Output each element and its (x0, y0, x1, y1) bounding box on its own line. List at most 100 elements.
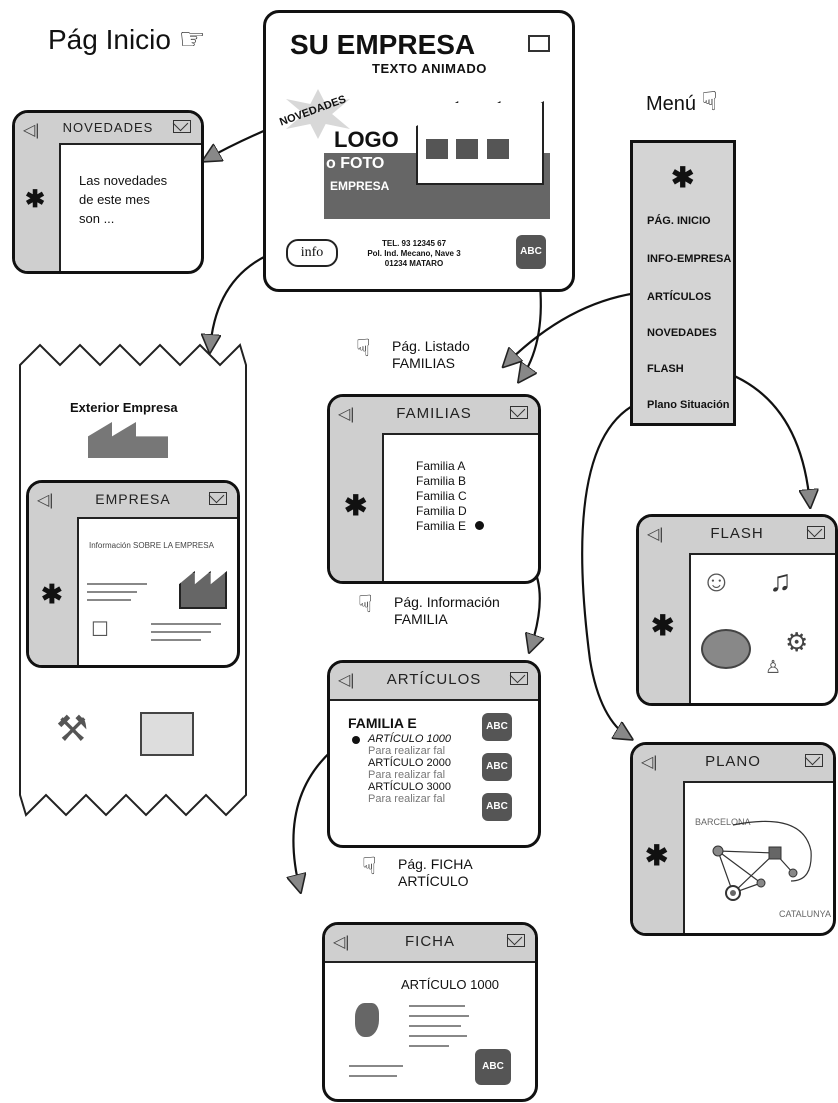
back-icon[interactable]: ◁| (333, 934, 350, 951)
window-sidebar (639, 553, 691, 703)
mail-icon[interactable] (510, 672, 528, 685)
articulos-caption: ☟ Pág. Información FAMILIA (358, 591, 500, 628)
list-item[interactable]: Familia A (416, 459, 466, 473)
theater-masks-icon: ☺ (701, 565, 732, 598)
list-item[interactable]: Familia B (416, 474, 467, 488)
ficha-window: ◁| FICHA ARTÍCULO 1000 ABC (322, 922, 538, 1102)
empresa-text: EMPRESA (330, 179, 390, 193)
mail-icon[interactable] (805, 754, 823, 767)
window-title-bar: ◁| EMPRESA (29, 483, 237, 519)
exterior-label: Exterior Empresa (70, 400, 178, 415)
menu-item-pag-inicio[interactable]: PÁG. INICIO (647, 215, 711, 227)
list-item[interactable]: Familia C (416, 489, 467, 503)
animated-text: TEXTO ANIMADO (372, 61, 487, 76)
list-item[interactable]: ARTÍCULO 1000 (368, 733, 451, 745)
abc-can-icon[interactable]: ABC (482, 713, 512, 741)
window-title-bar: ◁| FAMILIAS (330, 397, 538, 435)
window-title-bar: ◁| PLANO (633, 745, 833, 783)
pointing-hand-icon: ☞ (178, 23, 206, 56)
familias-list: Familia A Familia B Familia C Familia D … (416, 459, 485, 534)
selected-dot-icon (352, 736, 360, 744)
menu-item-flash[interactable]: FLASH (647, 363, 684, 375)
window-sidebar (633, 781, 685, 933)
film-camera-icon: ⚙ (785, 627, 809, 657)
logo-text: LOGO (334, 127, 399, 152)
plano-window: ◁| PLANO ✱ BARCELONA CATALUNYA (630, 742, 836, 936)
familias-window: ◁| FAMILIAS ✱ Familia A Familia B Famili… (327, 394, 541, 584)
company-name: SU EMPRESA (290, 29, 476, 60)
list-item[interactable]: ARTÍCULO 2000 (368, 757, 451, 769)
asterisk-icon: ✱ (41, 579, 63, 609)
photo-text: o FOTO (326, 155, 385, 172)
home-window: SU EMPRESA TEXTO ANIMADO NOVEDADES LOGO … (263, 10, 575, 292)
menu-item-articulos[interactable]: ARTÍCULOS (647, 291, 712, 303)
window-sidebar (15, 143, 61, 271)
menu-panel: ✱ PÁG. INICIO INFO-EMPRESA ARTÍCULOS NOV… (630, 140, 736, 426)
empresa-factory-icon (179, 571, 227, 609)
person-icon: ♙ (765, 657, 782, 677)
pointing-hand-icon: ☟ (358, 591, 373, 618)
empresa-info-text: Información SOBRE LA EMPRESA (89, 541, 214, 550)
ficha-item-title: ARTÍCULO 1000 (401, 977, 500, 992)
mail-icon[interactable] (507, 934, 525, 947)
asterisk-icon: ✱ (25, 186, 46, 213)
globe-icon (701, 629, 751, 669)
construction-icon (140, 712, 194, 756)
family-heading: FAMILIA E (348, 715, 417, 731)
selected-dot-icon (475, 521, 485, 530)
empresa-window: ◁| EMPRESA ✱ Información SOBRE LA EMPRES… (26, 480, 240, 668)
asterisk-icon: ✱ (645, 840, 669, 871)
window-sidebar (330, 433, 384, 581)
abc-can-icon[interactable]: ABC (482, 753, 512, 781)
pointing-hand-icon: ☟ (362, 853, 377, 880)
mail-icon[interactable] (173, 120, 191, 133)
mail-icon[interactable] (209, 492, 227, 505)
articulos-window: ◁| ARTÍCULOS FAMILIA E ARTÍCULO 1000 Par… (327, 660, 541, 848)
back-icon[interactable]: ◁| (338, 672, 355, 689)
city-label: BARCELONA (695, 817, 751, 827)
back-icon[interactable]: ◁| (641, 754, 658, 771)
pointing-hand-icon: ☟ (356, 335, 371, 362)
abc-can-icon[interactable]: ABC (475, 1049, 511, 1085)
factory-windows (426, 139, 509, 164)
ficha-caption: ☟ Pág. FICHA ARTÍCULO (362, 853, 473, 890)
list-item[interactable]: ARTÍCULO 3000 (368, 781, 451, 793)
abc-can-icon[interactable]: ABC (516, 235, 546, 269)
menu-item-plano-situacion[interactable]: Plano Situación (647, 399, 730, 411)
home-page-label: Pág Inicio ☞ (48, 23, 206, 56)
mail-icon[interactable] (807, 526, 825, 539)
back-icon[interactable]: ◁| (37, 492, 54, 509)
mail-icon[interactable] (510, 406, 528, 419)
novedades-window: ◁| NOVEDADES ✱ Las novedades de este mes… (12, 110, 204, 274)
menu-item-novedades[interactable]: NOVEDADES (647, 327, 717, 339)
articulos-list: ARTÍCULO 1000 Para realizar fal ARTÍCULO… (352, 733, 451, 805)
back-icon[interactable]: ◁| (338, 406, 355, 423)
tools-icon: ⚒ (56, 708, 89, 749)
photo-icon: ☐ (91, 619, 109, 641)
list-item[interactable]: Familia D (416, 504, 467, 518)
region-label: CATALUNYA (779, 909, 832, 919)
menu-label: Menú ☟ (646, 86, 718, 116)
abc-can-icon[interactable]: ABC (482, 793, 512, 821)
asterisk-icon: ✱ (671, 162, 695, 193)
window-title-bar: ◁| FICHA (325, 925, 535, 963)
menu-item-info-empresa[interactable]: INFO-EMPRESA (647, 253, 732, 265)
location-map (712, 820, 812, 901)
music-note-icon: ♫ (769, 565, 792, 598)
window-title-bar: ◁| NOVEDADES (15, 113, 201, 145)
pointing-hand-icon: ☟ (701, 86, 718, 116)
window-sidebar (29, 517, 79, 665)
info-button[interactable]: info (286, 239, 338, 267)
window-title-bar: ◁| ARTÍCULOS (330, 663, 538, 701)
back-icon[interactable]: ◁| (23, 122, 40, 139)
mail-icon[interactable] (528, 35, 550, 52)
product-image (355, 1003, 379, 1037)
novedades-text: Las novedades de este mes son ... (79, 173, 168, 226)
back-icon[interactable]: ◁| (647, 526, 664, 543)
window-title-bar: ◁| FLASH (639, 517, 835, 555)
flash-window: ◁| FLASH ✱ ☺ ♫ ⚙ ♙ (636, 514, 838, 706)
list-item[interactable]: Familia E (416, 519, 485, 534)
familias-caption: ☟ Pág. Listado FAMILIAS (356, 335, 470, 372)
address-block: TEL. 93 12345 67 Pol. Ind. Mecano, Nave … (367, 239, 461, 268)
asterisk-icon: ✱ (344, 490, 368, 521)
